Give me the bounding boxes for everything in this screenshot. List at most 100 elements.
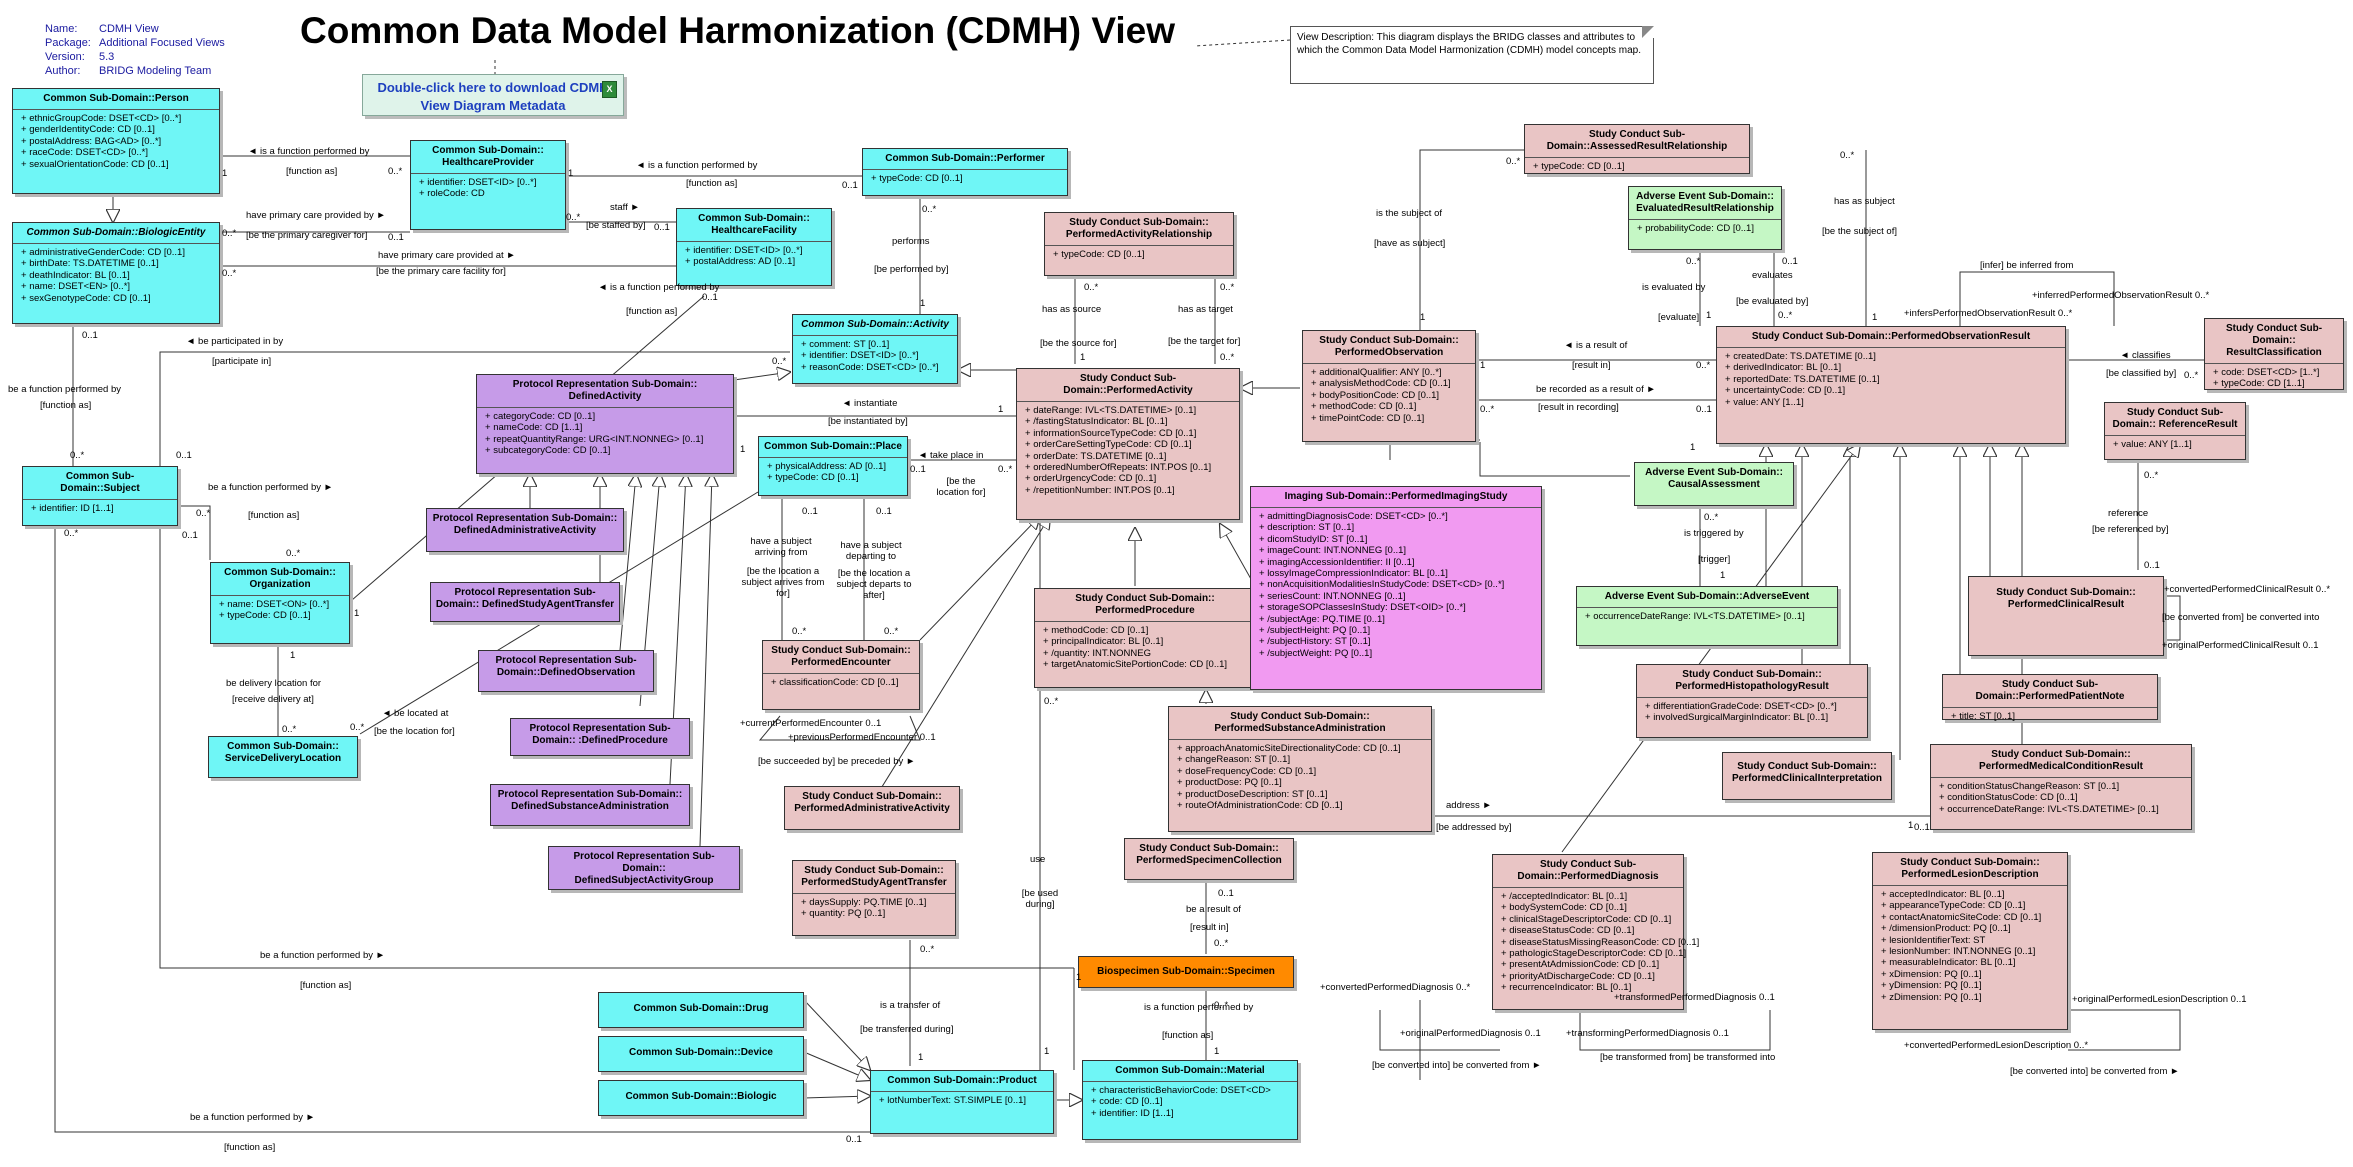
multiplicity: 0..* [222,268,237,279]
class-name: Common Sub-Domain::Activity [793,315,957,336]
assoc-label: has as target [1178,304,1233,315]
class-performed-clinical-interpretation[interactable]: Study Conduct Sub-Domain:: PerformedClin… [1722,752,1892,800]
attribute: /subjectHistory: ST [0..1] [1259,636,1537,647]
class-performed-observation[interactable]: Study Conduct Sub-Domain:: PerformedObse… [1302,330,1476,442]
multiplicity: 0..1 [1696,404,1712,415]
class-specimen[interactable]: Biospecimen Sub-Domain::Specimen [1078,956,1294,988]
assoc-label: ◄ take place in [918,450,984,461]
multiplicity: 0..1 [846,1134,862,1145]
class-biologic-entity[interactable]: Common Sub-Domain::BiologicEntity admini… [12,222,220,324]
class-activity[interactable]: Common Sub-Domain::Activity comment: ST … [792,314,958,384]
class-performed-substance-administration[interactable]: Study Conduct Sub-Domain:: PerformedSubs… [1168,706,1432,832]
attribute: physicalAddress: AD [0..1] [767,461,903,472]
assoc-label: [be the subject of] [1822,226,1897,237]
class-name: Protocol Representation Sub-Domain:: Def… [573,851,715,886]
download-metadata-button[interactable]: Double-click here to download CDMH View … [362,74,624,116]
multiplicity: 0..* [1704,512,1719,523]
assoc-label: [be transferred during] [860,1024,954,1035]
assoc-label: [be the location a subject departs to af… [836,568,912,601]
attribute: acceptedIndicator: BL [0..1] [1881,889,2063,900]
class-performed-imaging-study[interactable]: Imaging Sub-Domain::PerformedImagingStud… [1250,486,1542,690]
class-performed-diagnosis[interactable]: Study Conduct Sub-Domain::PerformedDiagn… [1492,854,1699,1010]
class-defined-substance-administration[interactable]: Protocol Representation Sub-Domain:: Def… [490,784,690,826]
attribute: identifier: DSET<ID> [0..*] [801,350,953,361]
assoc-label: ◄ be located at [382,708,449,719]
attribute: typeCode: CD [0..1] [871,173,1063,184]
class-performed-specimen-collection[interactable]: Study Conduct Sub-Domain:: PerformedSpec… [1124,838,1294,880]
class-evaluated-result-relationship[interactable]: Adverse Event Sub-Domain:: EvaluatedResu… [1628,186,1782,250]
class-defined-study-agent-transfer[interactable]: Protocol Representation Sub-Domain:: Def… [430,582,620,622]
attribute: orderCareSettingTypeCode: CD [0..1] [1025,439,1235,450]
class-name: Common Sub-Domain::Performer [863,149,1067,170]
meta-value: Additional Focused Views [99,37,225,49]
class-performed-observation-result[interactable]: Study Conduct Sub-Domain::PerformedObser… [1716,326,2066,444]
class-performed-study-agent-transfer[interactable]: Study Conduct Sub-Domain:: PerformedStud… [792,860,956,936]
class-drug[interactable]: Common Sub-Domain::Drug [598,992,804,1028]
class-performed-activity[interactable]: Study Conduct Sub-Domain::PerformedActiv… [1016,368,1240,520]
attribute: description: ST [0..1] [1259,522,1537,533]
class-subject[interactable]: Common Sub-Domain::Subject identifier: I… [22,466,178,526]
attribute: conditionStatusChangeReason: ST [0..1] [1939,781,2187,792]
class-name: Protocol Representation Sub-Domain:: Def… [432,513,618,536]
class-material[interactable]: Common Sub-Domain::Material characterist… [1082,1060,1298,1140]
class-performed-activity-relationship[interactable]: Study Conduct Sub-Domain:: PerformedActi… [1044,212,1234,276]
class-organization[interactable]: Common Sub-Domain:: Organization name: D… [210,562,350,644]
assoc-label: [be converted into] be converted from ► [1372,1060,1542,1071]
class-product[interactable]: Common Sub-Domain::Product lotNumberText… [870,1070,1054,1134]
class-performed-medical-condition-result[interactable]: Study Conduct Sub-Domain:: PerformedMedi… [1930,744,2192,830]
class-performed-encounter[interactable]: Study Conduct Sub-Domain:: PerformedEnco… [762,640,920,710]
assoc-label: staff ► [610,202,640,213]
assoc-label: [function as] [300,980,352,991]
meta-key: Package: [45,37,91,49]
class-performer[interactable]: Common Sub-Domain::Performer typeCode: C… [862,148,1068,196]
class-reference-result[interactable]: Study Conduct Sub-Domain:: ReferenceResu… [2104,402,2246,460]
class-defined-administrative-activity[interactable]: Protocol Representation Sub-Domain:: Def… [426,508,624,552]
class-defined-subject-activity-group[interactable]: Protocol Representation Sub-Domain:: Def… [548,846,740,890]
class-causal-assessment[interactable]: Adverse Event Sub-Domain:: CausalAssessm… [1634,462,1794,506]
class-place[interactable]: Common Sub-Domain::Place physicalAddress… [758,436,908,496]
assoc-label: [function as] [1162,1030,1214,1041]
attribute: zDimension: PQ [0..1] [1881,992,2063,1003]
class-defined-procedure[interactable]: Protocol Representation Sub-Domain:: :De… [510,718,690,756]
class-healthcare-facility[interactable]: Common Sub-Domain:: HealthcareFacility i… [676,208,832,286]
assoc-label: have primary care provided at ► [378,250,516,261]
assoc-label: is the subject of [1376,208,1443,219]
assoc-label: [be transformed from] be transformed int… [1600,1052,1776,1063]
multiplicity: 0..* [282,724,297,735]
attribute: pathologicStageDescriptorCode: CD [0..1] [1501,948,1686,959]
assoc-label: [be the location for] [374,726,455,737]
assoc-label: +transformedPerformedDiagnosis 0..1 [1614,992,1775,1003]
attribute: postalAddress: AD [0..1] [685,256,827,267]
multiplicity: 1 [1076,972,1082,983]
attribute: orderDate: TS.DATETIME [0..1] [1025,451,1235,462]
class-defined-observation[interactable]: Protocol Representation Sub-Domain::Defi… [478,650,654,692]
assoc-label: use [1030,854,1046,865]
attribute: sexGenotypeCode: CD [0..1] [21,293,215,304]
class-biologic[interactable]: Common Sub-Domain::Biologic [598,1080,804,1116]
assoc-label: [be evaluated by] [1736,296,1809,307]
multiplicity: 0..1 [2144,560,2160,571]
assoc-label: have a subject departing to [840,540,902,562]
attribute: lossyImageCompressionIndicator: BL [0..1… [1259,568,1537,579]
class-performed-histopathology-result[interactable]: Study Conduct Sub-Domain:: PerformedHist… [1636,664,1868,738]
class-performed-lesion-description[interactable]: Study Conduct Sub-Domain:: PerformedLesi… [1872,852,2068,1030]
class-defined-activity[interactable]: Protocol Representation Sub-Domain:: Def… [476,374,734,474]
attribute: classificationCode: CD [0..1] [771,677,915,688]
class-performed-administrative-activity[interactable]: Study Conduct Sub-Domain:: PerformedAdmi… [784,786,960,830]
class-person[interactable]: Common Sub-Domain::Person ethnicGroupCod… [12,88,220,194]
class-assessed-result-relationship[interactable]: Study Conduct Sub-Domain::AssessedResult… [1524,124,1750,174]
class-service-delivery-location[interactable]: Common Sub-Domain:: ServiceDeliveryLocat… [208,736,358,778]
attribute: diseaseStatusMissingReasonCode: CD [0..1… [1501,937,1699,948]
attribute: additionalQualifier: ANY [0..*] [1311,367,1471,378]
class-adverse-event[interactable]: Adverse Event Sub-Domain::AdverseEvent o… [1576,586,1838,646]
class-performed-clinical-result[interactable]: Study Conduct Sub-Domain:: PerformedClin… [1968,576,2164,656]
multiplicity: 0..* [884,626,899,637]
class-performed-patient-note[interactable]: Study Conduct Sub-Domain::PerformedPatie… [1942,674,2158,722]
class-name: Common Sub-Domain::BiologicEntity [13,223,219,244]
class-performed-procedure[interactable]: Study Conduct Sub-Domain:: PerformedProc… [1034,588,1256,688]
class-healthcare-provider[interactable]: Common Sub-Domain:: HealthcareProvider i… [410,140,566,230]
class-result-classification[interactable]: Study Conduct Sub-Domain:: ResultClassif… [2204,318,2344,390]
class-device[interactable]: Common Sub-Domain::Device [598,1036,804,1072]
attribute: probabilityCode: CD [0..1] [1637,223,1777,234]
attribute: xDimension: PQ [0..1] [1881,969,2063,980]
